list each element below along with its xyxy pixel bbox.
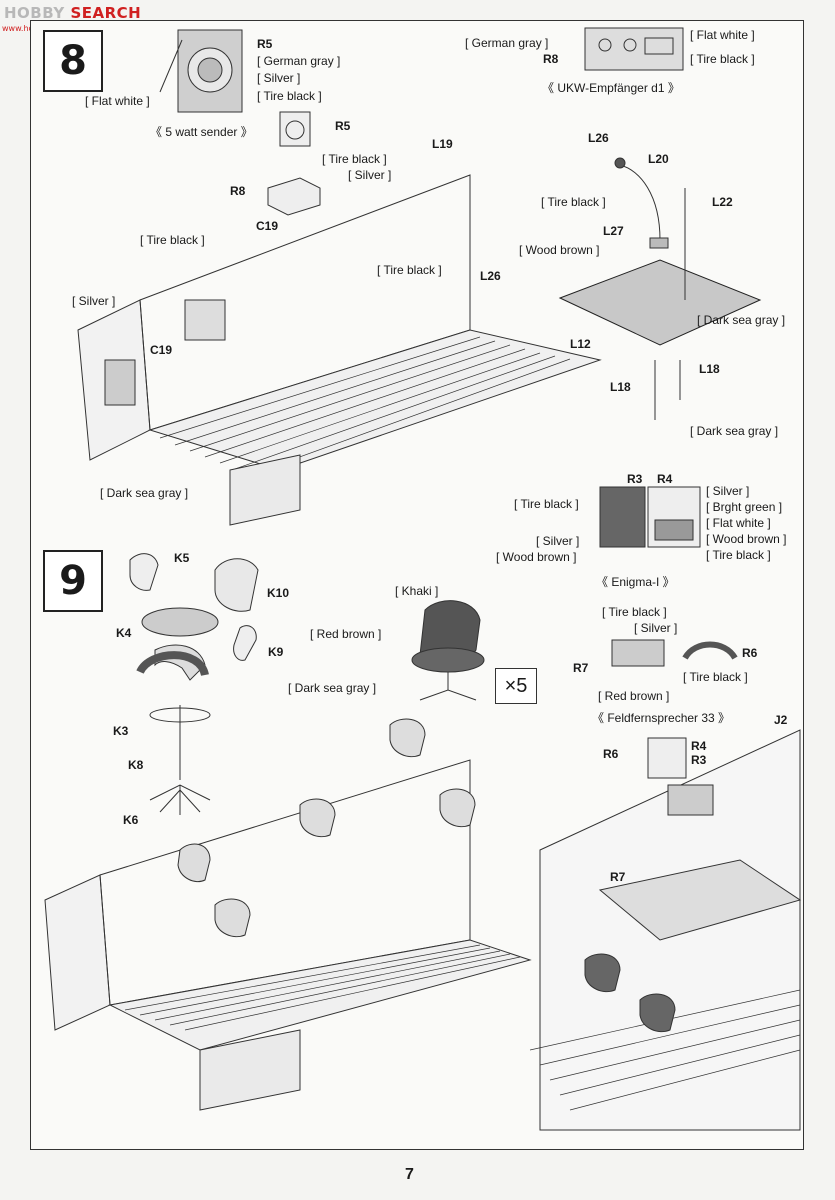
paint-wood-brown: [ Wood brown ] — [519, 243, 600, 257]
paint-dark-sea-gray-chair: [ Dark sea gray ] — [288, 681, 377, 695]
step-number-8: 8 — [43, 30, 103, 92]
paint-silver-b: [ Silver ] — [348, 168, 392, 182]
part-l12: L12 — [570, 337, 591, 351]
part-r4-b: R4 — [691, 739, 707, 753]
paint-dark-sea-gray-c: [ Dark sea gray ] — [100, 486, 189, 500]
part-k5: K5 — [174, 551, 190, 565]
part-l20: L20 — [648, 152, 669, 166]
part-r3: R3 — [627, 472, 643, 486]
ukw-receiver-illustration — [584, 27, 684, 71]
paint-red-brown: [ Red brown ] — [310, 627, 382, 641]
enigma-r3-illustration — [599, 486, 646, 548]
part-j2: J2 — [774, 713, 788, 727]
part-l26: L26 — [588, 131, 609, 145]
part-r3-b: R3 — [691, 753, 707, 767]
paint-bright-green: [ Brght green ] — [706, 500, 783, 514]
quantity-x5: ×5 — [495, 668, 537, 704]
caption-enigma: 《 Enigma-I 》 — [596, 575, 675, 589]
paint-khaki: [ Khaki ] — [395, 584, 439, 598]
part-r5: R5 — [257, 37, 273, 51]
paint-silver-d: [ Silver ] — [706, 484, 750, 498]
part-k6: K6 — [123, 813, 139, 827]
part-l27: L27 — [603, 224, 624, 238]
part-r5-b: R5 — [335, 119, 351, 133]
part-r7-b: R7 — [610, 870, 626, 884]
paint-tire-black-f: [ Tire black ] — [514, 497, 579, 511]
part-k9: K9 — [268, 645, 284, 659]
paint-tire-black-phone: [ Tire black ] — [602, 605, 667, 619]
caption-5-watt-sender: 《 5 watt sender 》 — [150, 125, 253, 139]
paint-german-gray-ukw: [ German gray ] — [465, 36, 549, 50]
part-r6-b: R6 — [603, 747, 619, 761]
part-r6: R6 — [742, 646, 758, 660]
part-l22: L22 — [712, 195, 733, 209]
part-l26-b: L26 — [480, 269, 501, 283]
part-c19: C19 — [256, 219, 279, 233]
part-l18-a: L18 — [699, 362, 720, 376]
caption-feldfernsprecher: 《 Feldfernsprecher 33 》 — [592, 711, 731, 725]
paint-dark-sea-gray-b: [ Dark sea gray ] — [690, 424, 779, 438]
paint-silver-e: [ Silver ] — [536, 534, 580, 548]
part-r8-ukw: R8 — [543, 52, 559, 66]
paint-tire-black-d: [ Tire black ] — [140, 233, 205, 247]
paint-silver-phone: [ Silver ] — [634, 621, 678, 635]
page-number: 7 — [405, 1166, 414, 1183]
paint-tire-black-e: [ Tire black ] — [377, 263, 442, 277]
caption-ukw-empfanger: 《 UKW-Empfänger d1 》 — [542, 81, 680, 95]
step-number-9: 9 — [43, 550, 103, 612]
paint-tire-black-ukw: [ Tire black ] — [690, 52, 755, 66]
rotate-arrow-icon — [136, 651, 209, 677]
part-l18-b: L18 — [610, 380, 631, 394]
paint-flat-white-b: [ Flat white ] — [706, 516, 771, 530]
paint-tire-black-b: [ Tire black ] — [322, 152, 387, 166]
paint-wood-brown-c: [ Wood brown ] — [496, 550, 577, 564]
paint-tire-black-c: [ Tire black ] — [541, 195, 606, 209]
paint-flat-white: [ Flat white ] — [85, 94, 150, 108]
paint-tire-black: [ Tire black ] — [257, 89, 322, 103]
paint-flat-white-ukw: [ Flat white ] — [690, 28, 755, 42]
part-l19: L19 — [432, 137, 453, 151]
part-k8: K8 — [128, 758, 144, 772]
paint-silver: [ Silver ] — [257, 71, 301, 85]
part-k3: K3 — [113, 724, 129, 738]
paint-german-gray: [ German gray ] — [257, 54, 341, 68]
watermark: HOBBY SEARCH — [4, 4, 142, 22]
part-r7: R7 — [573, 661, 589, 675]
paint-wood-brown-b: [ Wood brown ] — [706, 532, 787, 546]
part-k10: K10 — [267, 586, 290, 600]
paint-tire-black-g: [ Tire black ] — [706, 548, 771, 562]
paint-tire-black-handset: [ Tire black ] — [683, 670, 748, 684]
feldfernsprecher-r7-illustration — [611, 639, 665, 667]
part-r8: R8 — [230, 184, 246, 198]
paint-red-brown-phone: [ Red brown ] — [598, 689, 670, 703]
paint-dark-sea-gray-a: [ Dark sea gray ] — [697, 313, 786, 327]
part-c19-b: C19 — [150, 343, 173, 357]
paint-silver-c: [ Silver ] — [72, 294, 116, 308]
part-r4: R4 — [657, 472, 673, 486]
part-k4: K4 — [116, 626, 132, 640]
